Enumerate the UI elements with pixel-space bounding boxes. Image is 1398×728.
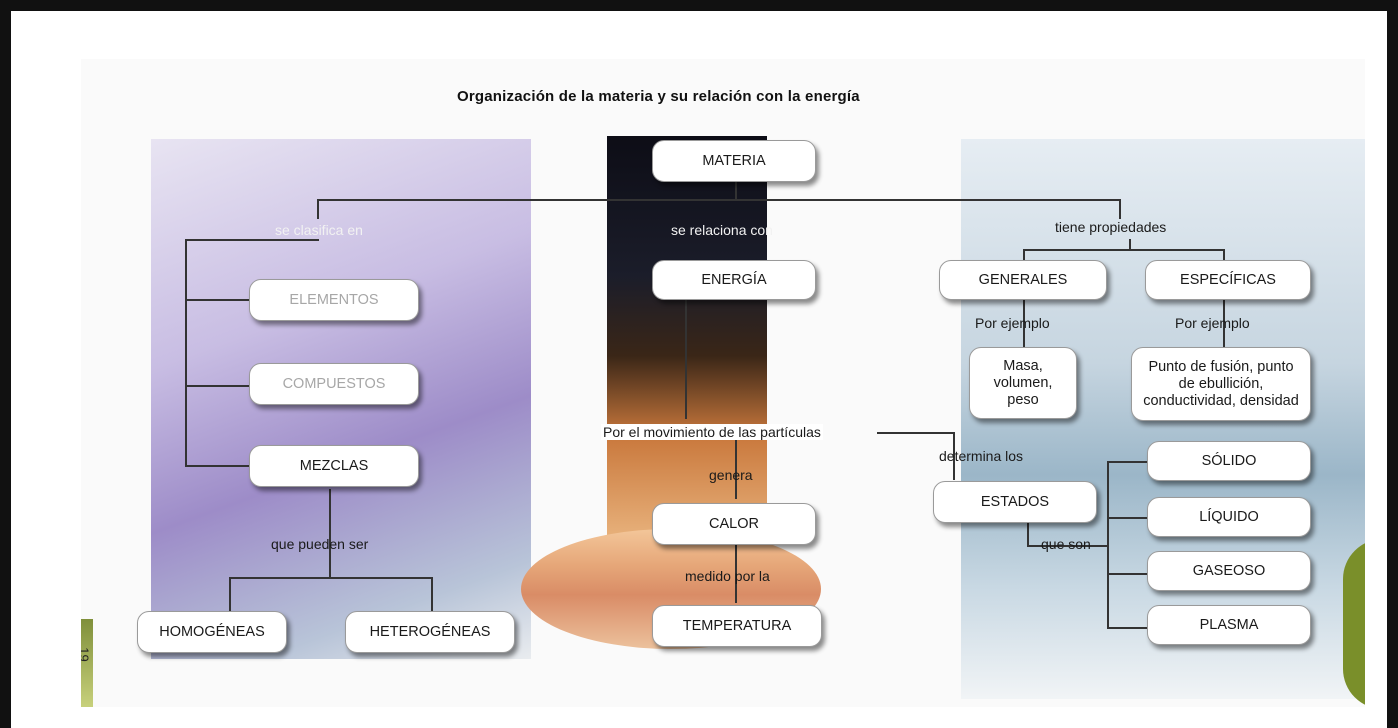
diagram-title: Organización de la materia y su relación…	[457, 88, 860, 105]
node-especificas-ejemplos: Punto de fusión, punto de ebullición, co…	[1131, 347, 1311, 421]
decorative-olive-shape	[1343, 539, 1365, 707]
connector-mezclas-down	[329, 489, 331, 579]
connector-homogeneas	[229, 577, 231, 613]
link-se-relaciona: se relaciona con	[671, 222, 773, 238]
decorative-left-strip	[81, 619, 93, 707]
connector-estados-down	[1027, 521, 1029, 547]
connector-propiedades-branch	[1023, 249, 1223, 251]
connector-generales-ej	[1023, 299, 1025, 347]
node-mezclas: MEZCLAS	[249, 445, 419, 487]
node-elementos: ELEMENTOS	[249, 279, 419, 321]
link-genera: genera	[709, 467, 753, 483]
connector-movimiento	[877, 432, 955, 434]
node-compuestos: COMPUESTOS	[249, 363, 419, 405]
connector-mezclas	[185, 465, 249, 467]
node-energia: ENERGÍA	[652, 260, 816, 300]
node-estados: ESTADOS	[933, 481, 1097, 523]
link-se-clasifica: se clasifica en	[275, 222, 363, 238]
link-medido-por: medido por la	[685, 568, 770, 584]
link-tiene-propiedades: tiene propiedades	[1055, 219, 1167, 235]
node-gaseoso: GASEOSO	[1147, 551, 1311, 591]
connector-solido	[1107, 461, 1147, 463]
node-temperatura: TEMPERATURA	[652, 605, 822, 647]
node-especificas: ESPECÍFICAS	[1145, 260, 1311, 300]
concept-map-page: Organización de la materia y su relación…	[81, 59, 1365, 707]
link-que-pueden-ser: que pueden ser	[271, 536, 369, 552]
connector-propiedades	[1129, 239, 1131, 251]
connector-right-top	[1119, 199, 1121, 219]
link-determina: determina los	[939, 448, 1024, 464]
connector-que-son	[1027, 545, 1107, 547]
connector-gaseoso	[1107, 573, 1147, 575]
connector-left-branch	[185, 239, 319, 241]
connector-liquido	[1107, 517, 1147, 519]
connector-compuestos	[185, 385, 249, 387]
connector-movimiento-down	[953, 432, 955, 480]
connector-materia-down	[735, 179, 737, 199]
node-liquido: LÍQUIDO	[1147, 497, 1311, 537]
connector-plasma	[1107, 627, 1147, 629]
connector-calor-down	[735, 545, 737, 603]
connector-heterogeneas	[431, 577, 433, 613]
node-heterogeneas: HETEROGÉNEAS	[345, 611, 515, 653]
connector-especificas-ej	[1223, 299, 1225, 347]
connector-left-top	[317, 199, 319, 219]
page-number: 19	[81, 647, 92, 662]
link-por-ejemplo-especificas: Por ejemplo	[1175, 315, 1250, 331]
node-solido: SÓLIDO	[1147, 441, 1311, 481]
node-generales: GENERALES	[939, 260, 1107, 300]
link-movimiento: Por el movimiento de las partículas	[601, 424, 823, 440]
node-plasma: PLASMA	[1147, 605, 1311, 645]
connector-generales	[1023, 249, 1025, 261]
space-background-image	[607, 136, 767, 536]
node-calor: CALOR	[652, 503, 816, 545]
connector-mezclas-branch	[229, 577, 431, 579]
connector-especificas	[1223, 249, 1225, 261]
link-por-ejemplo-generales: Por ejemplo	[975, 315, 1050, 331]
connector-top-horizontal	[317, 199, 1119, 201]
node-materia: MATERIA	[652, 140, 816, 182]
node-homogeneas: HOMOGÉNEAS	[137, 611, 287, 653]
node-generales-ejemplos: Masa, volumen, peso	[969, 347, 1077, 419]
connector-estados-trunk	[1107, 461, 1109, 627]
connector-elementos	[185, 299, 249, 301]
connector-genera	[735, 439, 737, 499]
link-que-son: que son	[1041, 536, 1091, 552]
connector-energia-down	[685, 299, 687, 419]
connector-left-trunk	[185, 239, 187, 465]
